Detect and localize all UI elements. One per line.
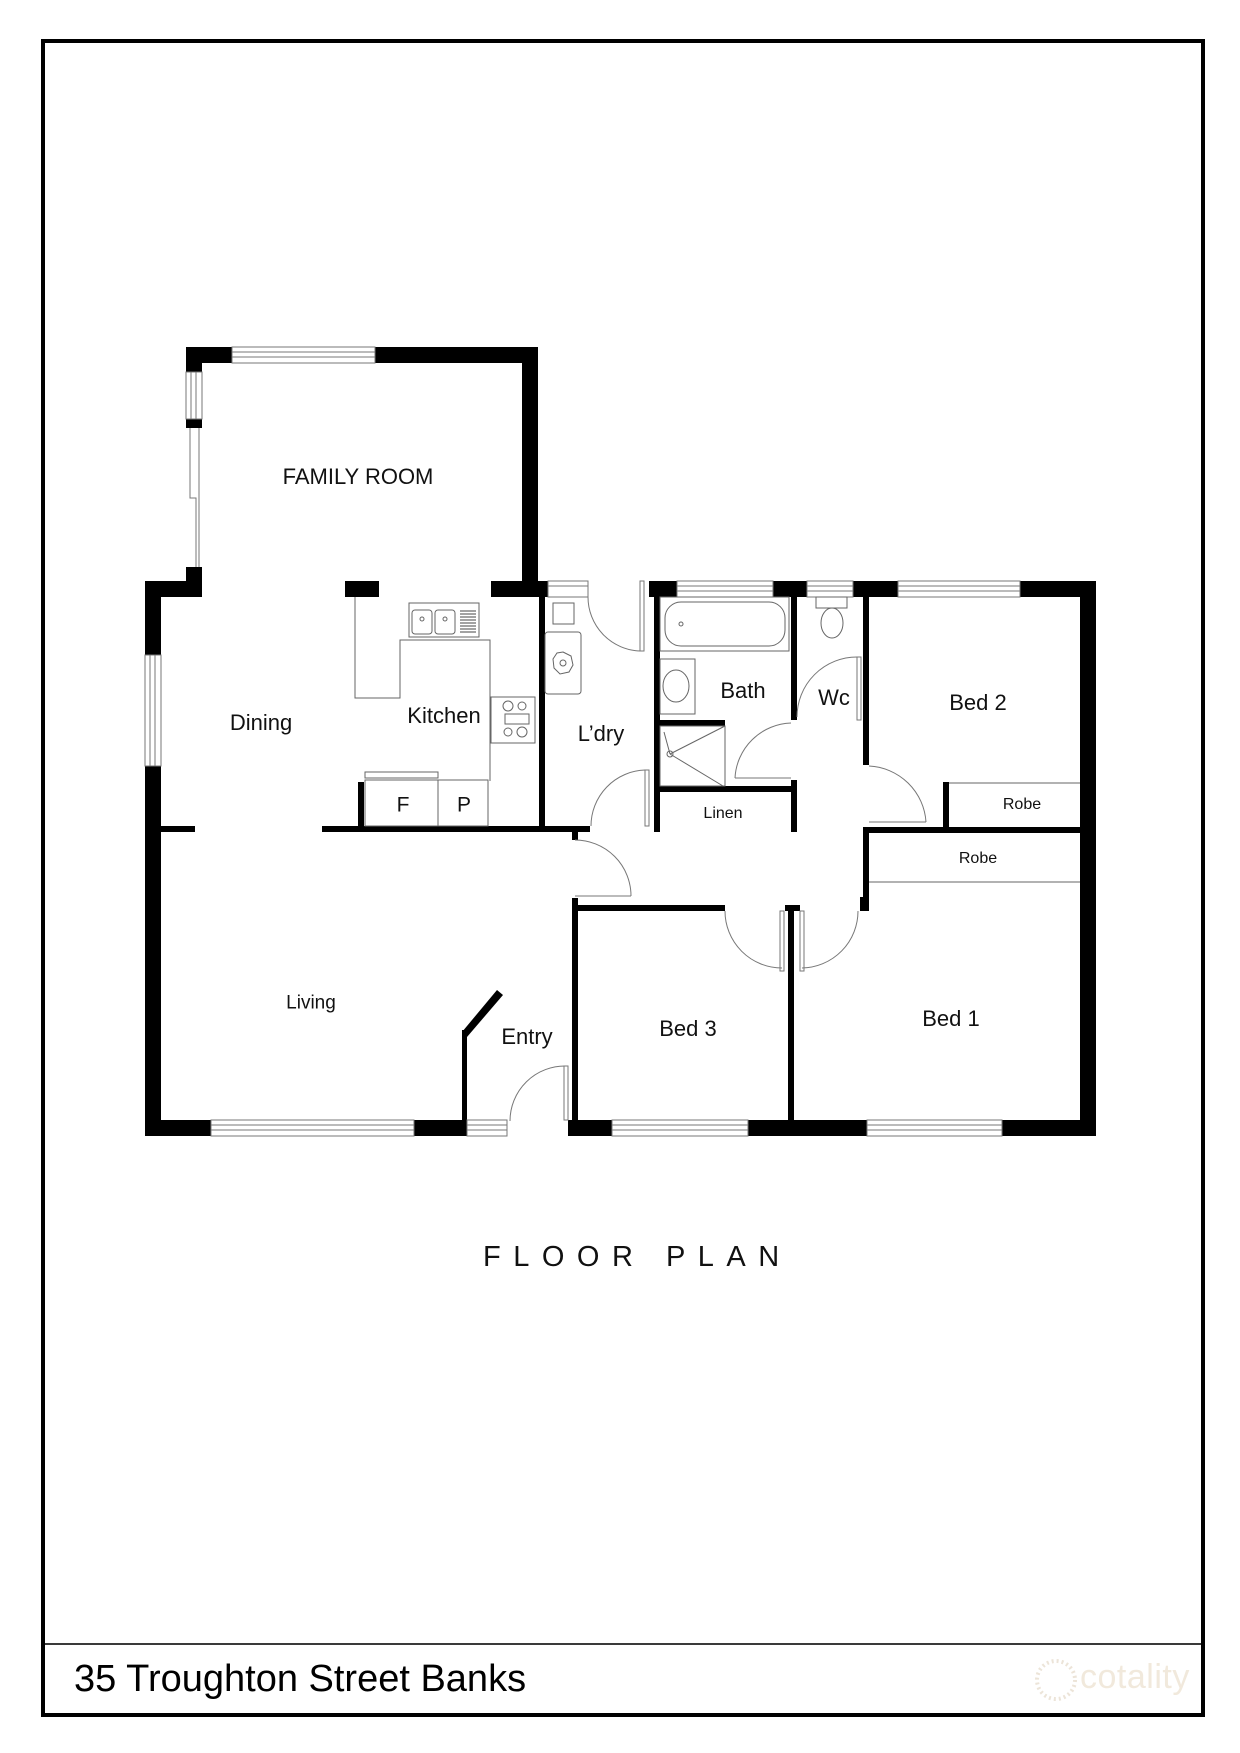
room-label-bath: Bath [720,678,766,703]
walls [145,347,1096,1136]
watermark: cotality [1032,1656,1200,1704]
room-label-robe-bed-2: Robe [1002,796,1042,813]
room-label-linen: Linen [703,805,743,822]
room-label-bed-1: Bed 1 [922,1006,980,1031]
room-label-bed-2: Bed 2 [949,690,1007,715]
label-fridge: F [396,793,410,817]
room-label-wc: Wc [818,685,850,710]
page-border [41,39,1205,1717]
room-label-bed-3: Bed 3 [659,1016,717,1041]
watermark-text: cotality [1080,1658,1190,1696]
footer-divider [45,1643,1201,1645]
room-label-robe-bed-1: Robe [958,850,998,867]
windows [144,346,1021,1137]
property-address: 35 Troughton Street Banks [74,1658,527,1700]
room-label-dining: Dining [229,710,293,735]
fixtures [354,596,1080,883]
doors [509,580,927,1122]
room-label-family-room: FAMILY ROOM [282,464,434,489]
room-label-kitchen: Kitchen [407,703,481,728]
room-label-living: Living [286,992,336,1014]
plan-title: FLOOR PLAN [483,1241,792,1273]
cotality-logo-icon [1035,1659,1077,1701]
room-label-laundry: L’dry [577,721,625,746]
room-label-entry: Entry [501,1024,553,1049]
label-pantry: P [456,793,472,817]
